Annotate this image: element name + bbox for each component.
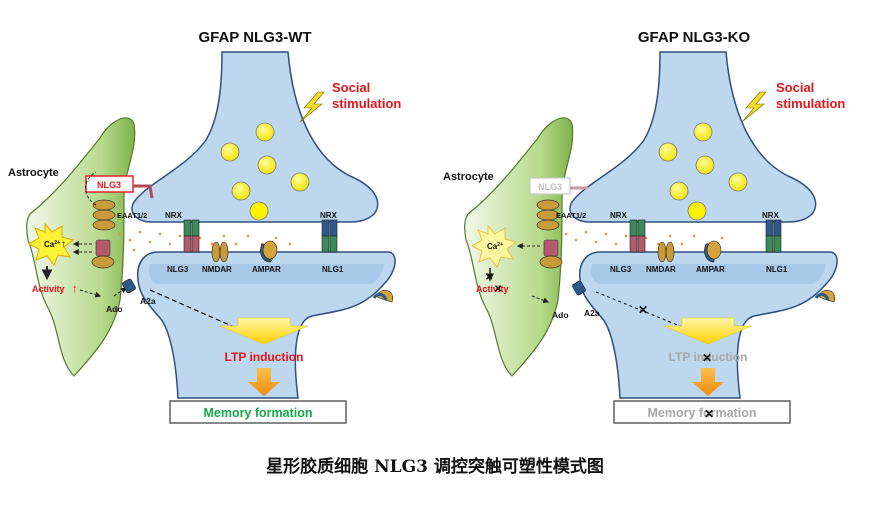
ado-label: Ado [106, 304, 123, 314]
nmdar-label: NMDAR [646, 265, 676, 274]
astro-receptor [91, 239, 115, 269]
ltp-label: LTP induction [225, 350, 304, 364]
ampar-receptor [260, 240, 278, 263]
a2a-label: A2a [584, 308, 600, 318]
panel-title: GFAP NLG3-KO [638, 29, 751, 46]
calcium-burst-icon [27, 222, 75, 266]
ltp-yellow-arrow [219, 317, 309, 345]
eaat-transporter [92, 199, 116, 231]
ltp-orange-arrow [248, 368, 280, 396]
ltp-orange-arrow [692, 368, 724, 396]
eaat-loop-arrow [85, 171, 97, 206]
block-x-icon: ✕ [485, 272, 493, 283]
social-label-line1: Social [776, 80, 814, 95]
panel-wt: GFAP NLG3-WT Social stimulation Astrocyt… [8, 29, 401, 424]
eaat-label: EAAT1/2 [556, 211, 586, 220]
figure-caption: 星形胶质细胞 NLG3 调控突触可塑性模式图 [266, 456, 604, 477]
nlg3-highlight-box [529, 177, 571, 195]
ampar-label: AMPAR [696, 265, 725, 274]
a2a-receptor [122, 278, 136, 294]
panel-ko: GFAP NLG3-KO Social stimulation Astrocyt… [443, 29, 845, 424]
lightning-icon [299, 91, 325, 123]
memory-label: Memory formation [203, 406, 312, 420]
block-x-icon: ✕ [704, 407, 714, 421]
nrx-nlg3-complex [629, 219, 646, 253]
nlg3-box-label: NLG3 [97, 180, 121, 190]
nrx-right-label: NRX [320, 211, 338, 220]
memory-box [169, 400, 347, 424]
nrx-left-label: NRX [165, 211, 183, 220]
nrx-left-label: NRX [610, 211, 628, 220]
block-x-icon: ✕ [638, 303, 648, 317]
eaat-label: EAAT1/2 [117, 211, 147, 220]
nlg3-label: NLG3 [610, 265, 632, 274]
nrx-nlg1-complex [321, 219, 338, 253]
nlg3-highlight-box [85, 175, 134, 193]
calcium-burst-icon [470, 224, 518, 268]
eaat-transporter [536, 199, 560, 231]
calcium-label: Ca2+ [44, 240, 60, 249]
block-x-icon: ✕ [494, 284, 502, 295]
social-label-line1: Social [332, 80, 370, 95]
nmdar-receptor [657, 241, 675, 263]
ampar-label: AMPAR [252, 265, 281, 274]
calcium-up-indicator: ↑ [61, 239, 66, 250]
panel-title: GFAP NLG3-WT [198, 29, 311, 46]
ado-label: Ado [552, 310, 569, 320]
activity-label: Activity [476, 284, 509, 294]
astrocyte-label: Astrocyte [8, 167, 59, 179]
ltp-label: LTP induction [669, 350, 748, 364]
block-x-icon: ✕ [702, 351, 712, 365]
presynaptic-terminal [131, 51, 379, 223]
social-label-line2: stimulation [776, 96, 845, 111]
nlg1-label: NLG1 [766, 265, 788, 274]
memory-box [613, 400, 791, 424]
vesicle-group [220, 122, 310, 221]
ampar-receptor [704, 240, 722, 263]
nlg3-box-label: NLG3 [538, 182, 562, 192]
astrocyte-label: Astrocyte [443, 171, 494, 183]
calcium-label: Ca2+ [487, 242, 503, 251]
nrx-nlg1-complex [765, 219, 782, 253]
nlg3-connector [133, 184, 154, 199]
social-label-line2: stimulation [332, 96, 401, 111]
nrx-right-label: NRX [762, 211, 780, 220]
a2a-receptor [572, 280, 586, 296]
activity-label: Activity [32, 284, 65, 294]
astro-receptor [539, 239, 563, 269]
vesicle-group [658, 122, 748, 221]
nmdar-label: NMDAR [202, 265, 232, 274]
nlg3-label: NLG3 [167, 265, 189, 274]
nrx-nlg3-complex [183, 219, 200, 253]
nmdar-receptor [211, 241, 229, 263]
presynaptic-terminal [569, 51, 817, 223]
a2a-label: A2a [140, 296, 156, 306]
lightning-icon [741, 91, 767, 123]
activity-up-indicator: ↑ [72, 283, 78, 295]
memory-label: Memory formation [647, 406, 756, 420]
nlg1-label: NLG1 [322, 265, 344, 274]
ltp-yellow-arrow [663, 317, 753, 345]
